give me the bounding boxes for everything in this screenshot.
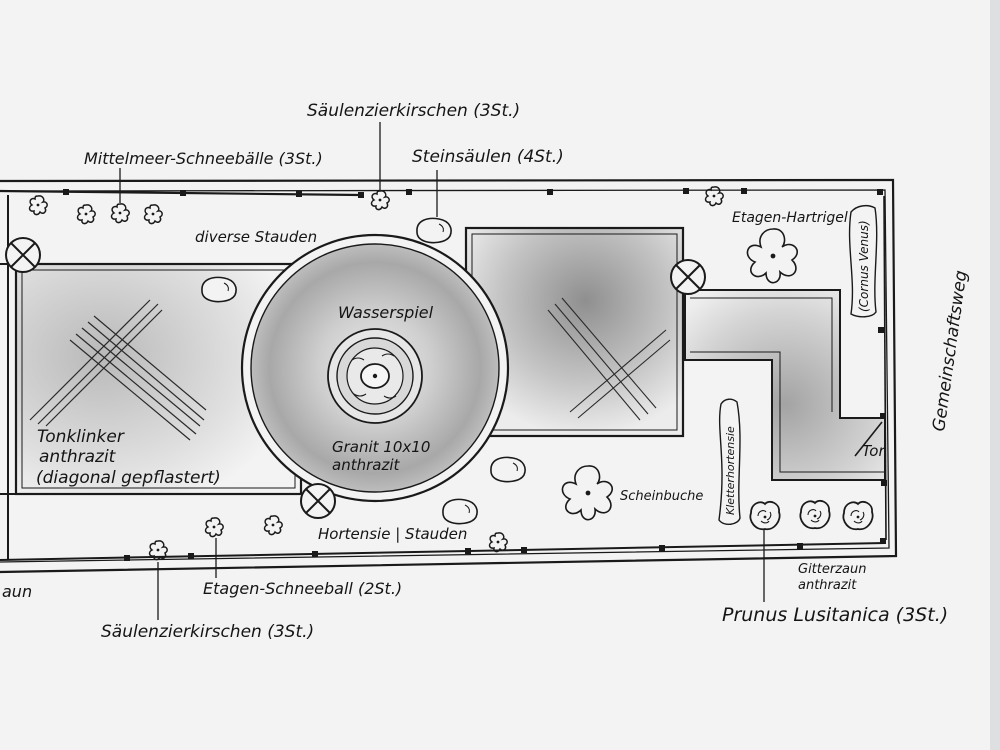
kletterhortensie-bed (718, 398, 741, 525)
label-etagen-hartriegel: Etagen-Hartrigel (732, 210, 848, 226)
fence-post-icon (180, 190, 186, 196)
fence-post-icon (877, 189, 883, 195)
label-gitterzaun-1: Gitterzaun (798, 562, 867, 577)
label-cornus: (Cornus Venus) (857, 220, 871, 312)
prunus-icon (842, 500, 874, 531)
water-feature-icon (351, 353, 397, 399)
stepping-stone-icon (416, 217, 452, 244)
inner-border-right (883, 195, 887, 541)
fence-post-icon (63, 189, 69, 195)
label-tonklinker-2: anthrazit (39, 447, 117, 467)
l-shaped-path (684, 289, 886, 481)
crossed-circle-light-icon (670, 259, 706, 295)
label-kletterhortensie: Kletterhortensie (724, 426, 737, 515)
label-granit-2: anthrazit (332, 456, 400, 474)
label-prunus: Prunus Lusitanica (3St.) (722, 604, 948, 626)
label-mittelmeer-schneeball: Mittelmeer-Schneebälle (3St.) (84, 149, 323, 168)
fence-post-icon (683, 188, 689, 194)
stepping-stone-icon (442, 498, 478, 525)
fence-post-icon (741, 188, 747, 194)
label-granit-1: Granit 10x10 (332, 438, 430, 456)
fence-post-icon (406, 189, 412, 195)
label-etagen-schneeball: Etagen-Schneeball (2St.) (203, 579, 402, 598)
label-wasserspiel: Wasserspiel (338, 303, 434, 322)
stepping-stone-icon (201, 276, 237, 303)
fence-post-icon (547, 189, 553, 195)
label-saeulenzierkirschen-bottom: Säulenzierkirschen (3St.) (101, 622, 314, 642)
crossed-circle-light-icon (300, 483, 336, 519)
fence-post-icon (296, 191, 302, 197)
label-hortensie-stauden: Hortensie | Stauden (318, 525, 467, 543)
leader-lines (119, 122, 765, 620)
label-steinsaeulen: Steinsäulen (4St.) (412, 147, 564, 167)
label-gitterzaun-2: anthrazit (798, 578, 857, 593)
fence-post-icon (358, 192, 364, 198)
prunus-icon (749, 500, 781, 531)
label-saeulenzierkirschen-top: Säulenzierkirschen (3St.) (307, 101, 520, 121)
label-tor: Tor (862, 442, 885, 460)
label-zaun-fragment: aun (2, 582, 32, 601)
label-tonklinker-1: Tonklinker (37, 427, 125, 447)
prunus-icon (799, 499, 831, 530)
crossed-circle-light-icon (5, 237, 41, 273)
granite-circle-plaza (240, 233, 510, 503)
fence-post-icon (878, 327, 884, 333)
stepping-stone-icon (490, 456, 526, 483)
label-diverse-stauden: diverse Stauden (195, 228, 317, 246)
cornus-hedge (848, 204, 878, 318)
label-tonklinker-3: (diagonal gepflastert) (36, 468, 221, 488)
label-scheinbuche: Scheinbuche (620, 489, 703, 504)
lattice-fence-bottom (0, 542, 886, 561)
